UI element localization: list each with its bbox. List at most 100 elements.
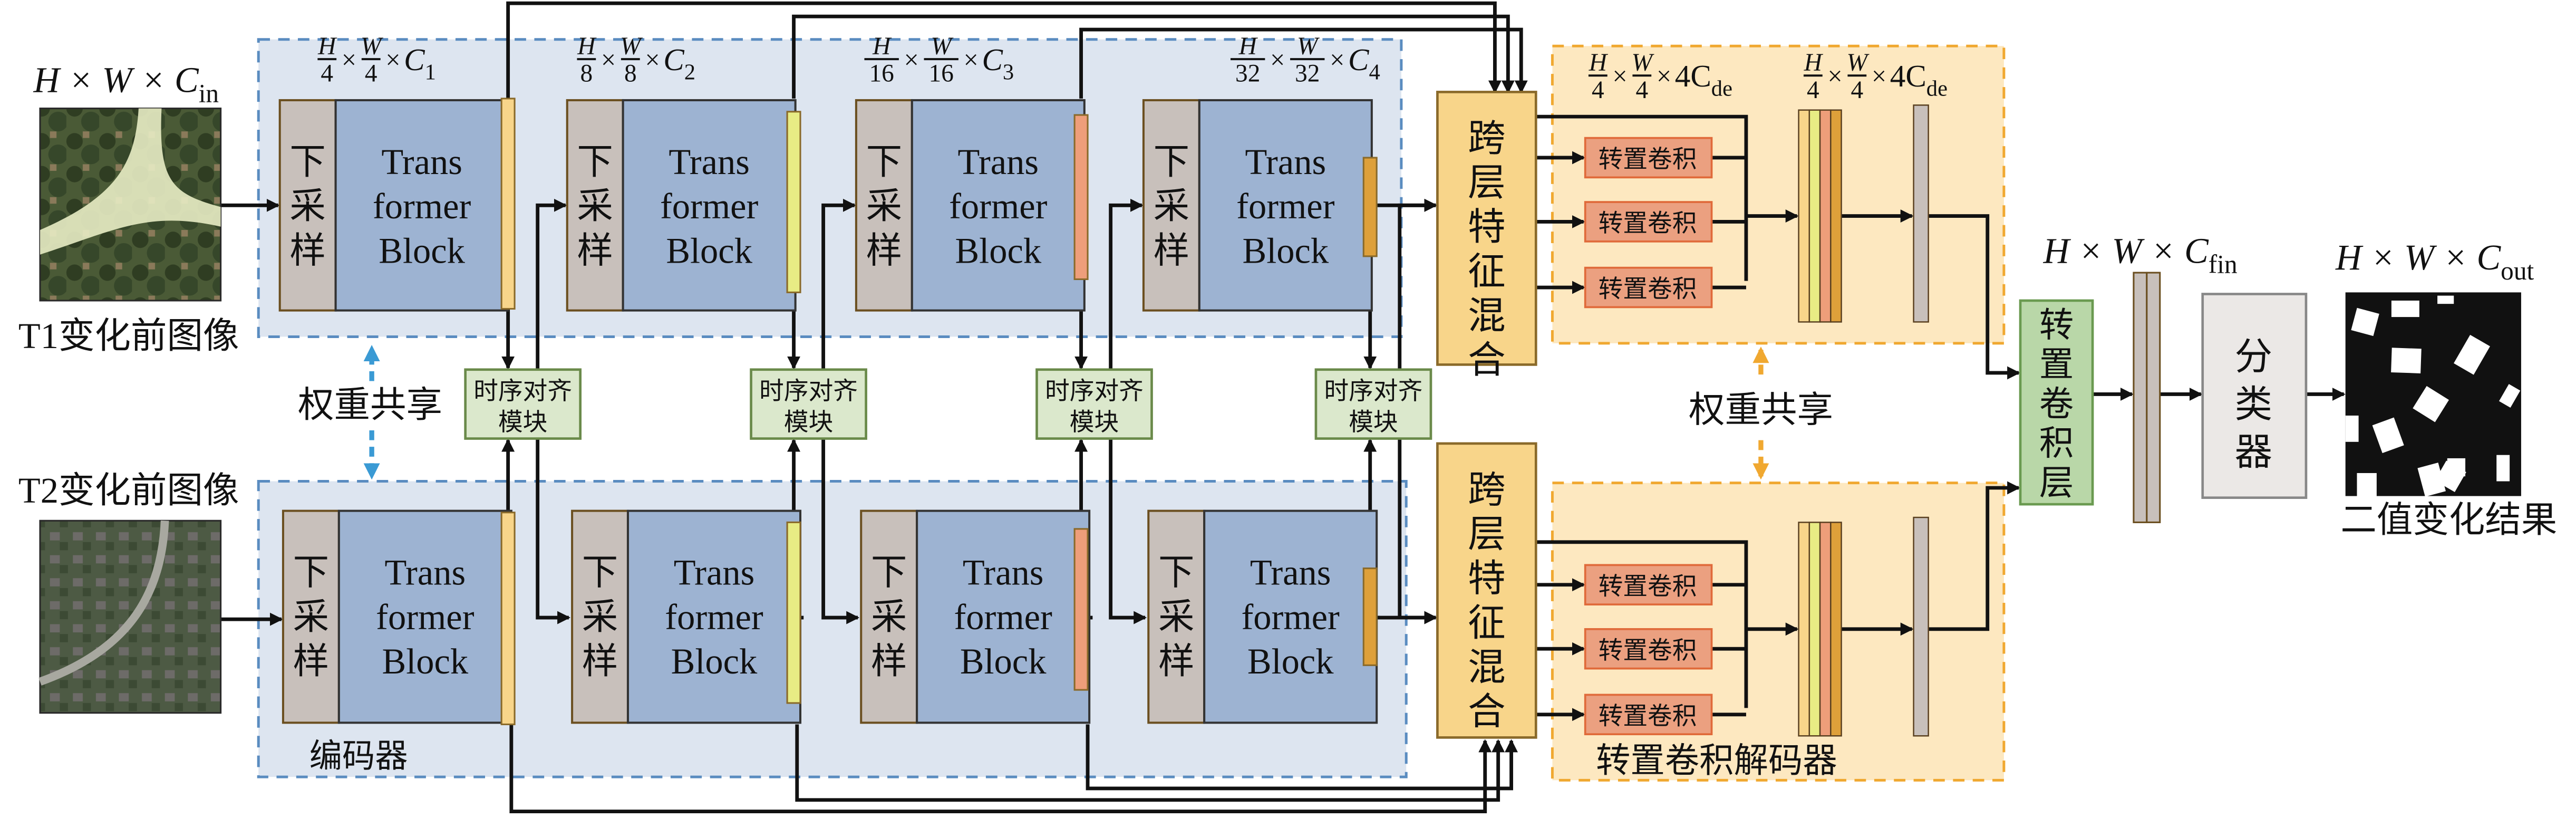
- downsample-label: 下: [1154, 142, 1190, 182]
- decoder-to-tconv-layer-arrow: [1928, 214, 2021, 380]
- classifier-block[interactable]: [2201, 293, 2308, 499]
- alignment-module-label: 模块: [498, 409, 547, 436]
- cross-layer-mixing-label: 混: [1468, 295, 1506, 337]
- downsample-label: 下: [293, 553, 330, 593]
- transformer-block[interactable]: [334, 99, 509, 312]
- feature-map-bar: [786, 521, 801, 704]
- transposed-conv-block[interactable]: [1584, 564, 1713, 605]
- transformer-block-label: Trans: [674, 553, 755, 593]
- transposed-conv-layer[interactable]: [2019, 299, 2094, 506]
- times-sign: ×: [1612, 61, 1627, 91]
- transposed-conv-block[interactable]: [1584, 137, 1713, 179]
- downsample-block[interactable]: [278, 99, 337, 312]
- downsample-block[interactable]: [566, 99, 624, 312]
- downsample-label: 样: [289, 230, 326, 271]
- transformer-block-label: Trans: [1250, 553, 1331, 593]
- transformer-block[interactable]: [1198, 99, 1373, 312]
- downsample-block[interactable]: [571, 509, 630, 724]
- downsample-block[interactable]: [1142, 99, 1200, 312]
- times-sign: ×: [601, 45, 616, 74]
- final-dimension-label: H × W × Cfin: [2043, 230, 2238, 278]
- downsample-label: 下: [871, 553, 907, 593]
- cross-layer-mixing-label: 跨: [1468, 469, 1506, 511]
- alignment-to-next-arrow: [1109, 198, 1144, 370]
- changed-region-patch: [2447, 458, 2466, 477]
- transformer-block-label: former: [1241, 597, 1340, 637]
- transposed-conv-block[interactable]: [1584, 266, 1713, 309]
- transformer-block[interactable]: [337, 509, 512, 724]
- output-label: 二值变化结果: [2340, 500, 2557, 540]
- alignment-to-next-arrow: [536, 438, 570, 624]
- temporal-alignment-module[interactable]: [1314, 368, 1432, 440]
- concat-feature-bar: [1808, 109, 1821, 323]
- skip-connection-arrow: [1086, 724, 1518, 791]
- temporal-alignment-module[interactable]: [1035, 368, 1153, 440]
- cross-layer-mixing-label: 层: [1468, 514, 1506, 555]
- temporal-alignment-module[interactable]: [750, 368, 867, 440]
- alignment-module-label: 模块: [1070, 409, 1119, 436]
- cross-layer-mixing-label: 合: [1468, 691, 1506, 733]
- downsample-label: 下: [1158, 553, 1195, 593]
- downsample-block[interactable]: [1147, 509, 1206, 724]
- input-dimension-label: H × W × Cin: [33, 60, 219, 108]
- transformer-block-label: Block: [666, 230, 752, 271]
- classifier-label: 类: [2234, 384, 2272, 426]
- cross-layer-mixing-block[interactable]: [1436, 442, 1537, 739]
- classifier-label: 器: [2234, 431, 2272, 473]
- concat-feature-bar: [1819, 522, 1832, 737]
- changed-region-patch: [2351, 307, 2379, 336]
- transformer-block-label: Trans: [958, 142, 1039, 182]
- weight-share-label-encoder: 权重共享: [298, 385, 442, 425]
- downsample-label: 采: [1158, 597, 1195, 637]
- transposed-conv-block[interactable]: [1584, 201, 1713, 243]
- classifier-label: 分: [2234, 336, 2272, 378]
- downsample-label: 采: [289, 186, 326, 226]
- transformer-block[interactable]: [911, 99, 1086, 312]
- decoder-label: 转置卷积解码器: [1596, 742, 1837, 780]
- fraction-numerator: W: [1297, 33, 1320, 60]
- changed-region-patch: [2496, 455, 2510, 482]
- feature-map-bar: [1362, 157, 1378, 257]
- feature-map-bar: [1362, 567, 1378, 666]
- downsample-label: 样: [577, 230, 613, 271]
- channel-symbol: C4: [1348, 42, 1380, 85]
- transformer-block-label: Trans: [385, 553, 466, 593]
- cross-layer-mixing-block[interactable]: [1436, 91, 1537, 366]
- feature-map-bar: [1073, 528, 1089, 691]
- transformer-block[interactable]: [1203, 509, 1378, 724]
- skip-connection-arrow: [509, 724, 1492, 813]
- transformer-block-label: Block: [960, 641, 1047, 681]
- transposed-conv-block[interactable]: [1584, 694, 1713, 736]
- downsample-label: 样: [293, 641, 330, 681]
- transposed-conv-layer-label: 层: [2039, 464, 2074, 502]
- cross-layer-mixing-label: 特: [1468, 207, 1506, 248]
- downsample-label: 样: [1154, 230, 1190, 271]
- transformer-block-label: Block: [955, 230, 1041, 271]
- alignment-to-next-arrow: [1109, 438, 1147, 624]
- channel-symbol: C2: [663, 42, 695, 85]
- transformer-block-label: former: [665, 597, 763, 637]
- changed-region-patch: [2391, 300, 2419, 317]
- alignment-to-next-arrow: [536, 198, 567, 370]
- t1-image-label: T1变化前图像: [18, 316, 239, 356]
- temporal-alignment-module[interactable]: [464, 368, 582, 440]
- concat-feature-bar: [1798, 109, 1810, 323]
- transformer-block[interactable]: [626, 509, 802, 724]
- times-sign: ×: [1270, 45, 1285, 74]
- transformer-block[interactable]: [916, 509, 1091, 724]
- times-sign: ×: [385, 45, 400, 74]
- transposed-conv-layer-label: 转: [2039, 306, 2074, 344]
- transposed-conv-block[interactable]: [1584, 628, 1713, 670]
- weight-share-label-decoder: 权重共享: [1689, 390, 1833, 430]
- times-sign: ×: [342, 45, 356, 74]
- stage-dimension-label: H4×W4×C1: [317, 33, 436, 88]
- changed-region-patch: [2499, 384, 2521, 408]
- cross-layer-mixing-label: 征: [1468, 251, 1506, 293]
- transformer-block-label: Trans: [963, 553, 1044, 593]
- transformer-block[interactable]: [622, 99, 797, 312]
- transposed-conv-label: 转置卷积: [1599, 276, 1697, 303]
- transformer-block-label: Block: [382, 641, 469, 681]
- downsample-block[interactable]: [282, 509, 340, 724]
- downsample-block[interactable]: [855, 99, 913, 312]
